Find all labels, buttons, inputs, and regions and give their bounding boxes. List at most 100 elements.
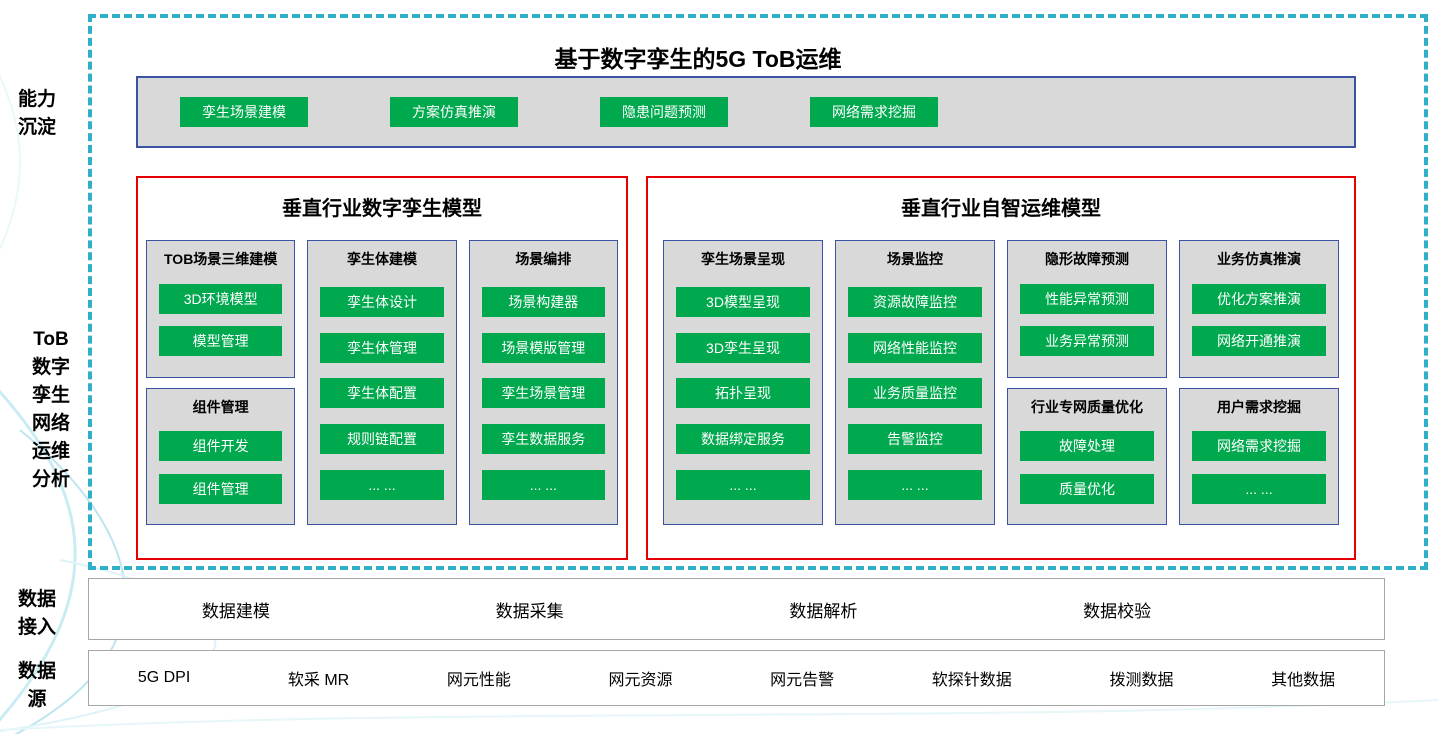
- panel-columns: TOB场景三维建模 3D环境模型 模型管理 组件管理 组件开发 组件管理: [146, 240, 618, 525]
- diagram-node: 告警监控: [848, 424, 982, 455]
- block-header: TOB场景三维建模: [164, 251, 278, 267]
- diagram-title: 基于数字孪生的5G ToB运维: [554, 46, 842, 72]
- diagram-node-simulation-deduction: 方案仿真推演: [390, 97, 518, 127]
- block-items: 资源故障监控 网络性能监控 业务质量监控 告警监控 ... ...: [836, 269, 994, 524]
- main-frame: 基于数字孪生的5G ToB运维 孪生场景建模 方案仿真推演 隐患问题预测 网络需…: [88, 14, 1428, 570]
- diagram-node: 业务质量监控: [848, 378, 982, 409]
- side-label-tob-analysis: ToB 数字 孪生 网络 运维 分析: [31, 329, 70, 490]
- block-items: 性能异常预测 业务异常预测: [1008, 269, 1166, 377]
- panel-digital-twin-model: 垂直行业数字孪生模型 TOB场景三维建模 3D环境模型 模型管理 组件管理 组件…: [136, 176, 628, 560]
- column-twin-scene-presentation: 孪生场景呈现 3D模型呈现 3D孪生呈现 拓扑呈现 数据绑定服务 ... ...: [663, 240, 823, 525]
- diagram-node-network-demand-mining: 网络需求挖掘: [810, 97, 938, 127]
- block-header: 场景编排: [515, 251, 572, 267]
- data-access-bar: 数据建模 数据采集 数据解析 数据校验: [88, 578, 1385, 640]
- block-hidden-fault-prediction: 隐形故障预测 性能异常预测 业务异常预测: [1007, 240, 1167, 378]
- side-label-data-access: 数据 接入: [17, 589, 56, 638]
- block-items: 3D模型呈现 3D孪生呈现 拓扑呈现 数据绑定服务 ... ...: [664, 269, 822, 524]
- diagram-node: 故障处理: [1020, 431, 1154, 462]
- block-twin-body-modeling: 孪生体建模 孪生体设计 孪生体管理 孪生体配置 规则链配置 ... ...: [307, 240, 457, 525]
- diagram-node: 网络开通推演: [1192, 326, 1326, 357]
- diagram-node: 模型管理: [159, 326, 283, 357]
- block-tob-3d-modeling: TOB场景三维建模 3D环境模型 模型管理: [146, 240, 296, 378]
- diagram-node: 规则链配置: [320, 424, 444, 455]
- data-source-item: 软采 MR: [287, 672, 350, 689]
- diagram-node: 资源故障监控: [848, 286, 982, 317]
- data-source-item: 拨测数据: [1109, 672, 1174, 689]
- diagram-node: 网络需求挖掘: [1192, 431, 1326, 462]
- column-twin-body-modeling: 孪生体建模 孪生体设计 孪生体管理 孪生体配置 规则链配置 ... ...: [307, 240, 457, 525]
- panel-title: 垂直行业自智运维模型: [901, 198, 1101, 220]
- diagram-node: ... ...: [676, 470, 810, 501]
- data-source-bar: 5G DPI 软采 MR 网元性能 网元资源 网元告警 软探针数据 拨测数据 其…: [88, 650, 1385, 706]
- block-header: 组件管理: [192, 399, 249, 415]
- diagram-node: 孪生数据服务: [481, 424, 605, 455]
- data-source-item: 网元告警: [770, 672, 835, 689]
- column-service-simulation: 业务仿真推演 优化方案推演 网络开通推演 用户需求挖掘 网络需求挖掘 ... .…: [1179, 240, 1339, 525]
- block-header: 场景监控: [887, 251, 943, 267]
- diagram-node-hidden-issue-prediction: 隐患问题预测: [600, 97, 728, 127]
- block-scene-monitoring: 场景监控 资源故障监控 网络性能监控 业务质量监控 告警监控 ... ...: [835, 240, 995, 525]
- block-twin-scene-presentation: 孪生场景呈现 3D模型呈现 3D孪生呈现 拓扑呈现 数据绑定服务 ... ...: [663, 240, 823, 525]
- diagram-node: 组件管理: [159, 473, 283, 504]
- diagram-node: 孪生场景管理: [481, 378, 605, 409]
- block-component-management: 组件管理 组件开发 组件管理: [146, 388, 296, 525]
- block-header: 孪生场景呈现: [701, 251, 785, 267]
- side-label-data-source: 数据 源: [17, 661, 56, 710]
- block-header: 隐形故障预测: [1045, 251, 1129, 267]
- diagram-node: ... ...: [848, 470, 982, 501]
- diagram-node-twin-scene-modeling: 孪生场景建模: [180, 97, 308, 127]
- column-tob-3d: TOB场景三维建模 3D环境模型 模型管理 组件管理 组件开发 组件管理: [146, 240, 296, 525]
- block-items: 网络需求挖掘 ... ...: [1180, 417, 1338, 524]
- data-access-item: 数据校验: [1083, 601, 1152, 621]
- column-fault-prediction: 隐形故障预测 性能异常预测 业务异常预测 行业专网质量优化 故障处理 质量优化: [1007, 240, 1167, 525]
- block-service-simulation: 业务仿真推演 优化方案推演 网络开通推演: [1179, 240, 1339, 378]
- block-scene-orchestration: 场景编排 场景构建器 场景模版管理 孪生场景管理 孪生数据服务 ... ...: [468, 240, 618, 525]
- block-items: 故障处理 质量优化: [1008, 417, 1166, 524]
- block-header: 行业专网质量优化: [1031, 399, 1143, 415]
- panel-columns: 孪生场景呈现 3D模型呈现 3D孪生呈现 拓扑呈现 数据绑定服务 ... ...…: [656, 240, 1346, 525]
- diagram-node: 3D环境模型: [159, 283, 283, 314]
- data-access-item: 数据解析: [789, 601, 858, 621]
- block-header: 用户需求挖掘: [1217, 399, 1301, 415]
- data-source-item: 其他数据: [1271, 672, 1336, 689]
- side-label-capability: 能力 沉淀: [17, 89, 56, 138]
- block-private-network-quality: 行业专网质量优化 故障处理 质量优化: [1007, 388, 1167, 525]
- block-header: 孪生体建模: [346, 251, 417, 267]
- data-source-item: 5G DPI: [137, 669, 191, 686]
- diagram-node: 孪生体设计: [320, 286, 444, 317]
- block-header: 业务仿真推演: [1217, 251, 1301, 267]
- data-source-item: 网元资源: [608, 672, 673, 689]
- block-items: 孪生体设计 孪生体管理 孪生体配置 规则链配置 ... ...: [308, 269, 455, 524]
- diagram-node: 优化方案推演: [1192, 283, 1326, 314]
- diagram-node: ... ...: [481, 470, 605, 501]
- capability-bar: 孪生场景建模 方案仿真推演 隐患问题预测 网络需求挖掘: [136, 76, 1356, 148]
- column-scene-orchestration: 场景编排 场景构建器 场景模版管理 孪生场景管理 孪生数据服务 ... ...: [468, 240, 618, 525]
- diagram-node: 拓扑呈现: [676, 378, 810, 409]
- panel-title: 垂直行业数字孪生模型: [282, 198, 482, 220]
- diagram-node: ... ...: [1192, 473, 1326, 504]
- block-items: 场景构建器 场景模版管理 孪生场景管理 孪生数据服务 ... ...: [470, 269, 617, 524]
- diagram-node: 组件开发: [159, 431, 283, 462]
- diagram-node: 网络性能监控: [848, 332, 982, 363]
- diagram-node: 场景构建器: [481, 286, 605, 317]
- diagram-node: ... ...: [320, 470, 444, 501]
- diagram-node: 数据绑定服务: [676, 424, 810, 455]
- data-access-item: 数据采集: [495, 601, 564, 621]
- block-items: 组件开发 组件管理: [147, 417, 294, 524]
- diagram-node: 场景模版管理: [481, 332, 605, 363]
- panel-autonomous-ops-model: 垂直行业自智运维模型 孪生场景呈现 3D模型呈现 3D孪生呈现 拓扑呈现 数据绑…: [646, 176, 1356, 560]
- diagram-node: 3D孪生呈现: [676, 332, 810, 363]
- diagram-node: 性能异常预测: [1020, 283, 1154, 314]
- data-source-item: 网元性能: [446, 672, 511, 689]
- block-items: 3D环境模型 模型管理: [147, 269, 294, 377]
- block-user-demand-mining: 用户需求挖掘 网络需求挖掘 ... ...: [1179, 388, 1339, 525]
- block-items: 优化方案推演 网络开通推演: [1180, 269, 1338, 377]
- data-source-item: 软探针数据: [931, 672, 1012, 689]
- data-access-item: 数据建模: [201, 601, 270, 621]
- diagram-node: 孪生体管理: [320, 332, 444, 363]
- diagram-node: 孪生体配置: [320, 378, 444, 409]
- diagram-node: 3D模型呈现: [676, 286, 810, 317]
- diagram-node: 质量优化: [1020, 473, 1154, 504]
- diagram-node: 业务异常预测: [1020, 326, 1154, 357]
